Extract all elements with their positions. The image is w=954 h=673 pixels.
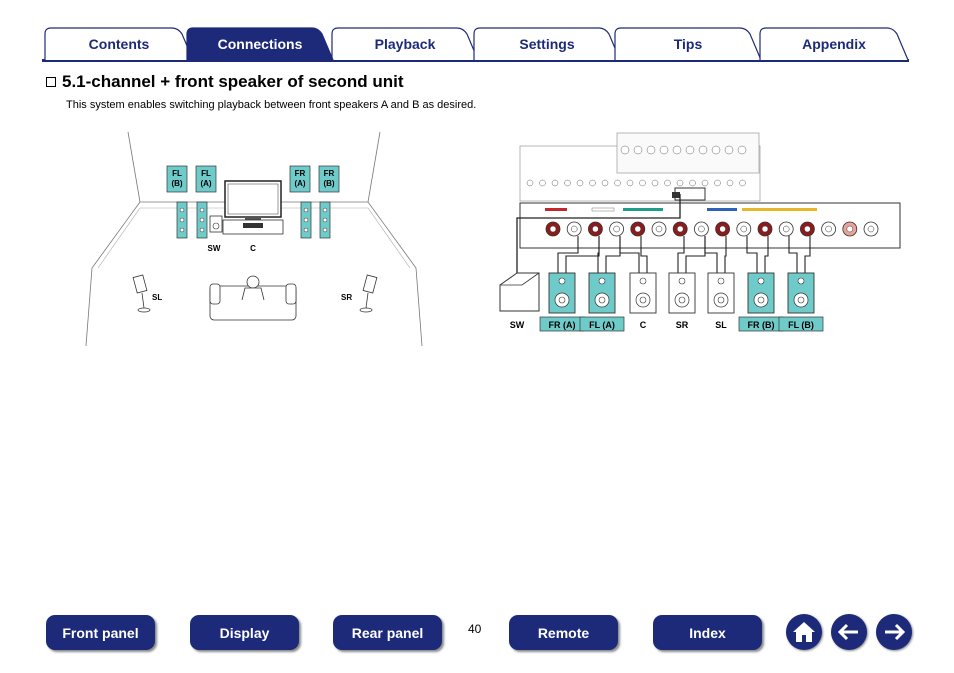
svg-text:FL (A): FL (A) bbox=[589, 320, 615, 330]
arrow-right-icon[interactable] bbox=[876, 614, 912, 650]
sl-label: SL bbox=[152, 293, 162, 302]
c-label: C bbox=[250, 244, 256, 253]
sofa-icon bbox=[209, 275, 297, 321]
svg-text:FL: FL bbox=[201, 169, 211, 178]
speaker-sr-icon bbox=[359, 274, 378, 313]
section-description: This system enables switching playback b… bbox=[66, 99, 477, 111]
svg-text:FR (B): FR (B) bbox=[748, 320, 775, 330]
wiring-label-1: FR (A) bbox=[539, 316, 585, 332]
svg-text:C: C bbox=[640, 320, 647, 330]
sw-label: SW bbox=[208, 244, 221, 253]
tab-settings[interactable]: Settings bbox=[473, 27, 621, 60]
svg-text:FL (B): FL (B) bbox=[788, 320, 814, 330]
fr-a-label: FR (A) bbox=[289, 165, 311, 193]
wiring-label-7: FL (B) bbox=[778, 316, 824, 332]
tab-connections[interactable]: Connections bbox=[186, 27, 334, 60]
speaker-sl-icon bbox=[132, 274, 151, 313]
wiring-label-2: FL (A) bbox=[579, 316, 625, 332]
svg-text:FR: FR bbox=[324, 169, 335, 178]
svg-text:(A): (A) bbox=[200, 179, 211, 188]
tab-contents[interactable]: Contents bbox=[44, 27, 194, 60]
svg-text:FR: FR bbox=[295, 169, 306, 178]
wiring-diagram: SW FR (A) FL (A) C SR SL FR (B) FL (B) bbox=[499, 132, 901, 332]
fl-a-label: FL (A) bbox=[195, 165, 217, 193]
fr-b-label: FR (B) bbox=[318, 165, 340, 193]
room-layout-diagram: FL (B) FL (A) FR (A) FR (B) SW C SL SR bbox=[85, 131, 423, 347]
speaker-fr-a-icon bbox=[300, 201, 312, 239]
arrow-left-icon[interactable] bbox=[831, 614, 867, 650]
section-title: 5.1-channel + front speaker of second un… bbox=[46, 72, 404, 92]
tab-tips[interactable]: Tips bbox=[614, 27, 762, 60]
index-button[interactable]: Index bbox=[653, 615, 762, 650]
speaker-fl-b-icon bbox=[176, 201, 188, 239]
page-number: 40 bbox=[468, 622, 482, 636]
front-panel-button[interactable]: Front panel bbox=[46, 615, 155, 650]
sr-label: SR bbox=[341, 293, 352, 302]
wiring-label-6: FR (B) bbox=[738, 316, 784, 332]
display-button[interactable]: Display bbox=[190, 615, 299, 650]
svg-text:SR: SR bbox=[676, 320, 689, 330]
tab-playback[interactable]: Playback bbox=[331, 27, 479, 60]
wiring-label-0: SW bbox=[510, 320, 525, 330]
svg-text:(A): (A) bbox=[294, 179, 305, 188]
svg-text:SL: SL bbox=[715, 320, 727, 330]
subwoofer-icon bbox=[209, 215, 223, 233]
wiring-label-5: SL bbox=[715, 320, 727, 330]
fl-b-label: FL (B) bbox=[166, 165, 188, 193]
speaker-fr-b-icon bbox=[319, 201, 331, 239]
wiring-label-4: SR bbox=[676, 320, 689, 330]
checkbox-icon bbox=[46, 77, 56, 87]
svg-text:FR (A): FR (A) bbox=[549, 320, 576, 330]
header-rule bbox=[42, 59, 909, 62]
home-icon[interactable] bbox=[786, 614, 822, 650]
svg-text:(B): (B) bbox=[323, 179, 334, 188]
subwoofer-box-icon bbox=[499, 272, 540, 312]
tab-appendix[interactable]: Appendix bbox=[759, 27, 909, 60]
speaker-fl-a-icon bbox=[196, 201, 208, 239]
svg-text:(B): (B) bbox=[171, 179, 182, 188]
svg-text:FL: FL bbox=[172, 169, 182, 178]
tab-bar: Contents Playback Settings Tips Appendix… bbox=[0, 0, 954, 64]
remote-button[interactable]: Remote bbox=[509, 615, 618, 650]
wiring-label-3: C bbox=[640, 320, 647, 330]
rear-panel-button[interactable]: Rear panel bbox=[333, 615, 442, 650]
svg-text:SW: SW bbox=[510, 320, 525, 330]
